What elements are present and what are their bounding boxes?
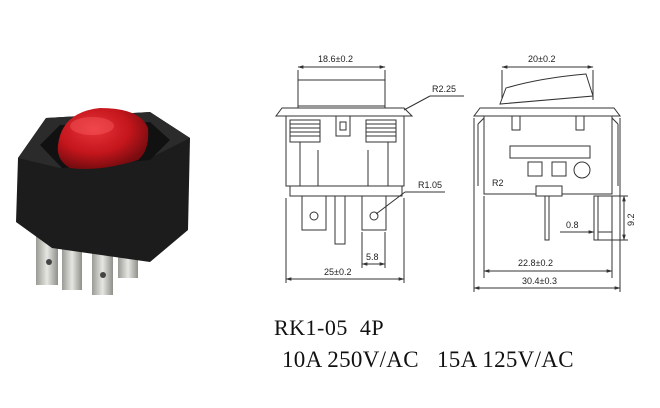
terminal-pin xyxy=(92,243,113,295)
rating-label: 10A 250V/AC 15A 125V/AC xyxy=(282,347,574,372)
dim-base-width: 25±0.2 xyxy=(324,267,351,277)
model-label: RK1-05 4P xyxy=(274,315,385,340)
dim-top-width-side: 20±0.2 xyxy=(528,54,555,64)
switch-photo xyxy=(16,108,190,295)
dim-inner-radius: R2 xyxy=(492,178,504,188)
front-view-drawing xyxy=(275,65,464,283)
rocker-lens xyxy=(57,108,149,169)
dim-terminal-height: 9.2 xyxy=(626,213,636,226)
dim-terminal-width: 5.8 xyxy=(366,252,379,262)
dim-top-width-front: 18.6±0.2 xyxy=(318,54,353,64)
side-view-drawing xyxy=(473,65,628,292)
dim-body-width: 22.8±0.2 xyxy=(518,258,553,268)
dim-terminal-thickness: 0.8 xyxy=(566,220,579,230)
dim-corner-radius: R2.25 xyxy=(432,84,456,94)
dim-pin-hole-radius: R1.05 xyxy=(418,180,442,190)
dim-overall-width: 30.4±0.3 xyxy=(522,276,557,286)
